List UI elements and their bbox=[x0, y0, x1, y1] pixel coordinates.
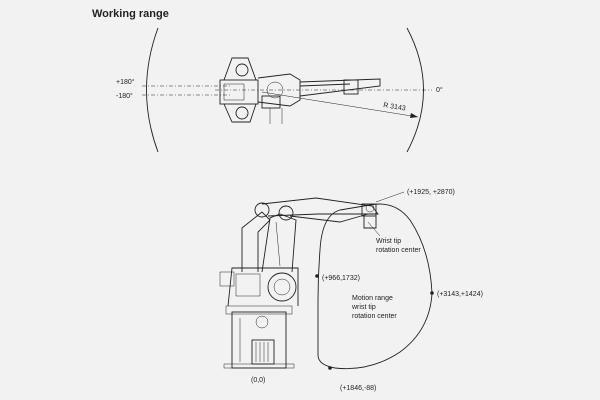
point-bottom-marker bbox=[328, 366, 332, 370]
label-motion-line3: rotation center bbox=[352, 313, 397, 320]
label-motion-line2: wrist tip bbox=[351, 304, 376, 311]
label-point-left: (+966,1732) bbox=[322, 275, 360, 282]
robot-top-view bbox=[219, 57, 381, 124]
radius-arrowhead bbox=[410, 113, 418, 118]
diagram-title: Working range bbox=[92, 8, 169, 20]
label-angle-neg: -180° bbox=[116, 92, 133, 100]
label-angle-zero: 0° bbox=[436, 86, 443, 94]
top-view: +180° -180° 0° R 3143 bbox=[116, 27, 443, 153]
point-left-marker bbox=[315, 274, 319, 278]
label-angle-pos: +180° bbox=[116, 78, 135, 86]
motion-range-envelope bbox=[317, 203, 433, 370]
robot-side-view bbox=[219, 197, 379, 369]
label-radius: R 3143 bbox=[383, 102, 406, 112]
radius-line bbox=[261, 91, 419, 118]
label-wrist-line2: rotation center bbox=[376, 247, 421, 254]
side-view: (+1925, +2870) (+966,1732) (+3143,+1424)… bbox=[219, 189, 483, 392]
range-arc-left bbox=[146, 27, 159, 153]
leader-top bbox=[375, 191, 405, 203]
point-right-marker bbox=[430, 291, 434, 295]
label-point-bottom: (+1846,-88) bbox=[340, 385, 376, 392]
label-point-top: (+1925, +2870) bbox=[407, 189, 455, 196]
label-point-right: (+3143,+1424) bbox=[437, 291, 483, 298]
label-motion-line1: Motion range bbox=[352, 295, 393, 302]
leader-wrist bbox=[367, 221, 381, 237]
label-wrist-line1: Wrist tip bbox=[376, 238, 401, 245]
label-origin: (0,0) bbox=[251, 377, 265, 384]
